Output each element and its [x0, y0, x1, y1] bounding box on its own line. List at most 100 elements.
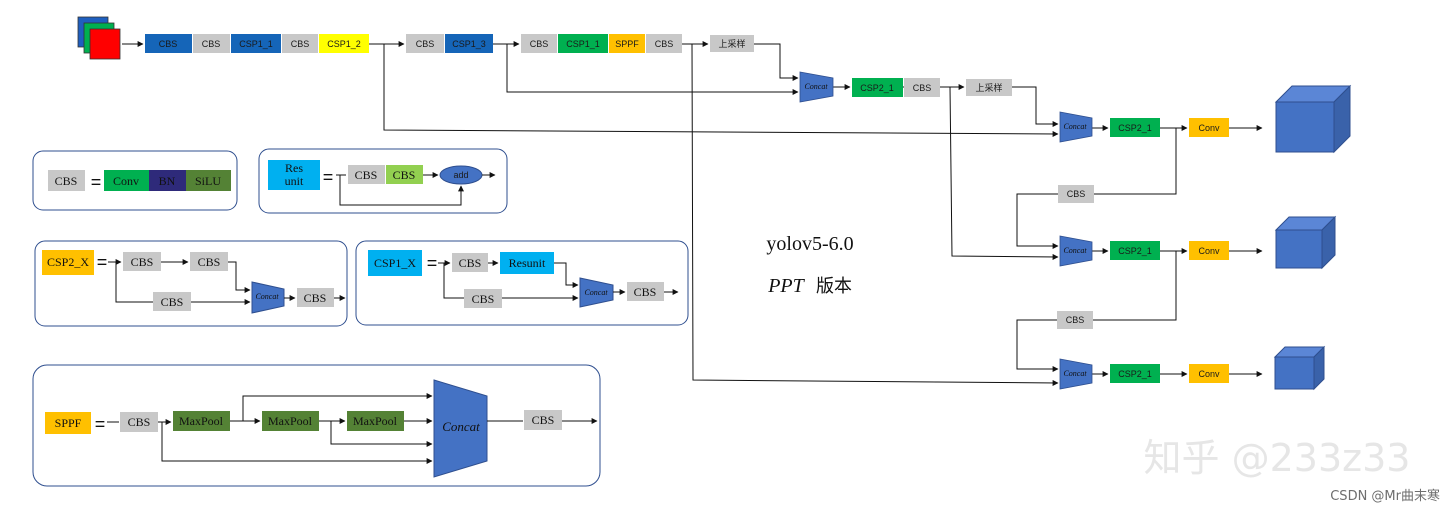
diagram-shape [330, 421, 433, 447]
diagram-shape [966, 79, 1012, 96]
watermark-csdn: CSDN @Mr曲末寒 [1330, 488, 1440, 504]
diagram-shape: = [95, 414, 106, 434]
legend-maxpool: MaxPool [179, 414, 224, 428]
block-cbs: CBS [655, 39, 674, 49]
diagram-shape [1110, 364, 1160, 383]
block-sppf: SPPF [615, 39, 639, 49]
diagram-shape: = [97, 252, 108, 272]
watermark-zhihu: 知乎 @233z33 [1144, 436, 1411, 480]
output-cube-small [1273, 345, 1326, 391]
diagram-shape [383, 44, 1059, 137]
diagram-shape [524, 410, 562, 430]
diagram-shape [1110, 118, 1160, 137]
diagram-shape [193, 34, 230, 53]
diagram-shape [228, 261, 251, 293]
diagram-shape [115, 262, 153, 303]
diagram-shape [89, 28, 121, 60]
block-conv: Conv [1198, 246, 1220, 256]
block-csp1-1: CSP1_1 [566, 39, 600, 49]
diagram-shape [262, 411, 319, 431]
diagram-shape [32, 150, 238, 211]
block-conv: Conv [1198, 369, 1220, 379]
diagram-shape: CBS [532, 413, 555, 427]
diagram-shape [1275, 229, 1323, 269]
diagram-shape [1016, 319, 1059, 372]
diagram-shape [433, 379, 488, 478]
output-cube-medium [1274, 215, 1337, 270]
backbone-row: CBS CBS CSP1_1 CBS CSP1_2 CBS CSP1_3 CBS… [145, 34, 754, 53]
diagram-shape [268, 160, 320, 190]
legend-csp1x: CSP1_X [374, 256, 416, 270]
diagram-shape [1275, 101, 1335, 153]
diagram-shape [949, 86, 1059, 260]
diagram-shape [452, 253, 488, 272]
diagram-shape [1094, 128, 1177, 195]
diagram-shape: CBS [393, 168, 416, 182]
legend-sppf: SPPF [55, 416, 82, 430]
diagram-shape [1059, 111, 1093, 143]
diagram-shape [251, 281, 285, 314]
concat-label: Concat [1063, 122, 1087, 131]
block-cbs: CBS [416, 39, 435, 49]
block-csp1-2: CSP1_2 [327, 39, 361, 49]
legend-silu: SiLU [195, 174, 221, 188]
block-cbs: CBS [159, 39, 178, 49]
diagram-shape [48, 170, 85, 191]
concat-label: Concat [1063, 246, 1087, 255]
equals-sign: = [91, 172, 102, 192]
block-cbs: CBS [202, 39, 221, 49]
block-csp1-3: CSP1_3 [452, 39, 486, 49]
diagram-shape [242, 393, 433, 421]
diagram-shape [1189, 364, 1229, 383]
diagram-shape [145, 34, 192, 53]
diagram-shape [32, 364, 601, 487]
diagram-shape: CBS [459, 256, 482, 270]
title-line1: yolov5-6.0 [766, 233, 853, 255]
block-csp1-1: CSP1_1 [239, 39, 273, 49]
diagram-shape: = [323, 167, 334, 187]
block-csp2-1: CSP2_1 [1118, 369, 1152, 379]
diagram-shape [1110, 241, 1160, 260]
diagram-shape [348, 165, 385, 184]
diagram-shape: = [427, 253, 438, 273]
diagram-shape [282, 34, 318, 53]
diagram-shape [579, 277, 614, 308]
concat-label: Concat [1063, 369, 1087, 378]
diagram-shape [445, 34, 493, 53]
diagram-shape [554, 262, 579, 288]
diagram-shape [904, 78, 940, 97]
diagram-shape [1058, 185, 1094, 203]
diagram-shape [1189, 241, 1229, 260]
diagram-shape [1012, 86, 1059, 127]
diagram-shape [500, 252, 554, 274]
diagram-shape: CBS [355, 168, 378, 182]
block-upsample: 上采样 [975, 82, 1002, 93]
diagram-shape [258, 148, 508, 214]
title-ppt: PPT [767, 275, 805, 297]
diagram-shape [355, 240, 689, 326]
diagram-shape [339, 175, 464, 206]
block-cbs: CBS [530, 39, 549, 49]
diagram-shape [754, 43, 799, 81]
block-csp2-1: CSP2_1 [1118, 123, 1152, 133]
legend-resunit: Resunit [509, 256, 546, 270]
diagram-shape [190, 252, 228, 271]
diagram-shape [406, 34, 444, 53]
diagram-shape: Concat [442, 419, 480, 434]
diagram-shape [297, 288, 334, 307]
diagram-shape [521, 34, 557, 53]
title-cn: 版本 [816, 276, 852, 297]
diagram-shape [347, 411, 404, 431]
diagram-shape [34, 240, 348, 327]
diagram-shape [799, 71, 834, 103]
legend-add: add [453, 170, 468, 180]
diagram-shape [319, 34, 369, 53]
diagram-shape [1016, 193, 1059, 249]
diagram-shape: CBS [634, 285, 657, 299]
diagram-shape [852, 78, 903, 97]
diagram-shape [1274, 356, 1315, 390]
block-csp2-1: CSP2_1 [1118, 246, 1152, 256]
diagram-shape [1059, 235, 1093, 267]
